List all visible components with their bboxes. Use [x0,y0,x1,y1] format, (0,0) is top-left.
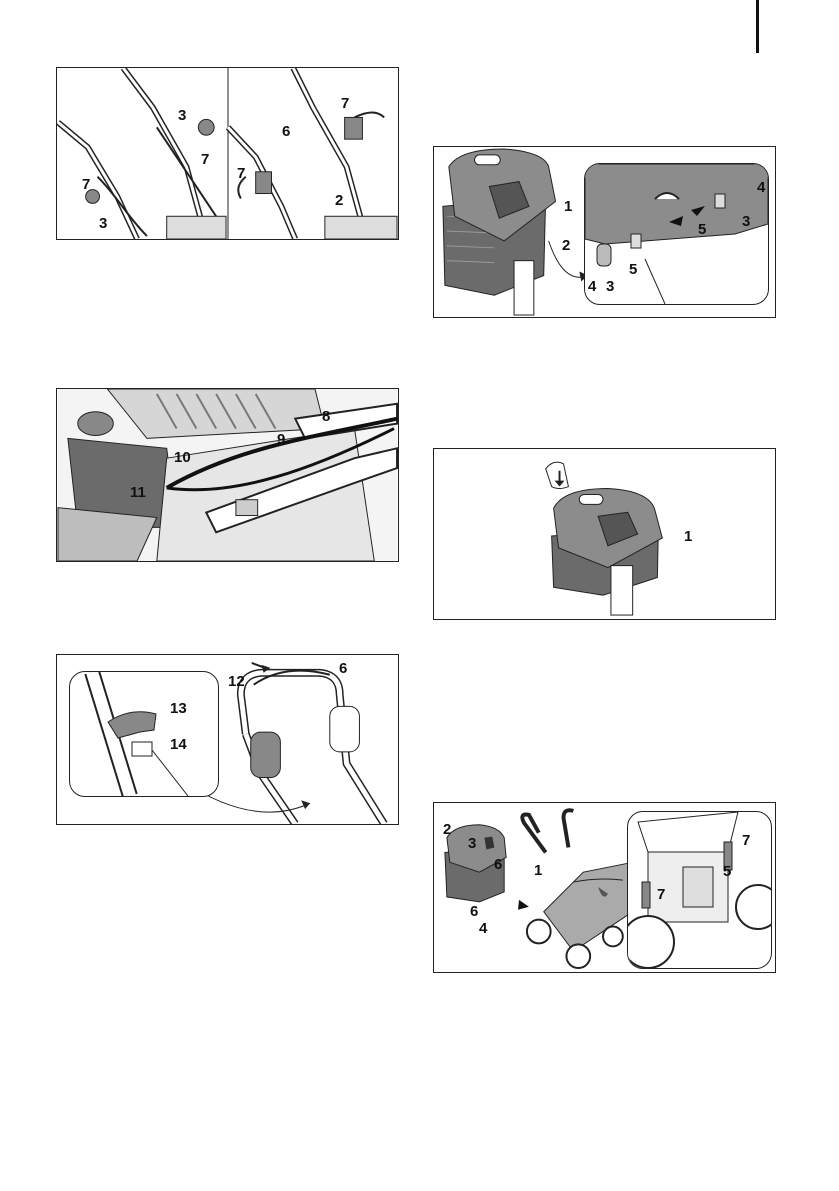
handle-clip-detail-illustration [70,672,218,796]
label-4-bottom: 4 [588,279,596,294]
label-2: 2 [562,238,570,253]
label-10: 10 [174,450,191,465]
label-6-bottom: 6 [470,904,478,919]
label-9: 9 [277,432,285,447]
handle-knobs-illustration [57,68,398,239]
label-3: 3 [468,836,476,851]
label-6: 6 [339,661,347,676]
label-2: 2 [443,822,451,837]
catcher-cover-illustration [434,449,775,619]
label-1: 1 [684,529,692,544]
label-7-right-top: 7 [341,96,349,111]
label-7-top: 7 [201,152,209,167]
figure-catcher-frame: 1 2 4 3 5 5 4 3 [433,146,776,318]
cable-routing-illustration [57,389,398,561]
label-11: 11 [130,485,146,500]
label-5-left: 5 [629,262,637,277]
label-4: 4 [479,921,487,936]
label-13: 13 [170,701,187,716]
figure-catcher-cover: 1 [433,448,776,620]
label-4-right: 4 [757,180,765,195]
label-3-left: 3 [99,216,107,231]
label-7-right: 7 [742,833,750,848]
label-7-left: 7 [82,177,90,192]
label-8: 8 [322,409,330,424]
label-1: 1 [534,863,542,878]
label-3-top: 3 [178,108,186,123]
label-12: 12 [228,674,245,689]
label-5-right: 5 [698,222,706,237]
label-6: 6 [282,124,290,139]
label-3-right: 3 [742,214,750,229]
label-7-right-left: 7 [237,166,245,181]
label-14: 14 [170,737,187,752]
figure-handle-bar: 6 12 13 14 [56,654,399,825]
figure-handle-knobs: 3 7 7 3 7 6 7 2 [56,67,399,240]
label-5: 5 [723,864,731,879]
label-2: 2 [335,193,343,208]
label-6-top: 6 [494,857,502,872]
label-3-bottom: 3 [606,279,614,294]
figure-catcher-mount: 2 3 6 1 6 4 7 5 7 [433,802,776,973]
handle-clip-detail-inset [69,671,219,797]
label-1: 1 [564,199,572,214]
figure-cable-routing: 8 9 10 11 [56,388,399,562]
label-7-left: 7 [657,887,665,902]
